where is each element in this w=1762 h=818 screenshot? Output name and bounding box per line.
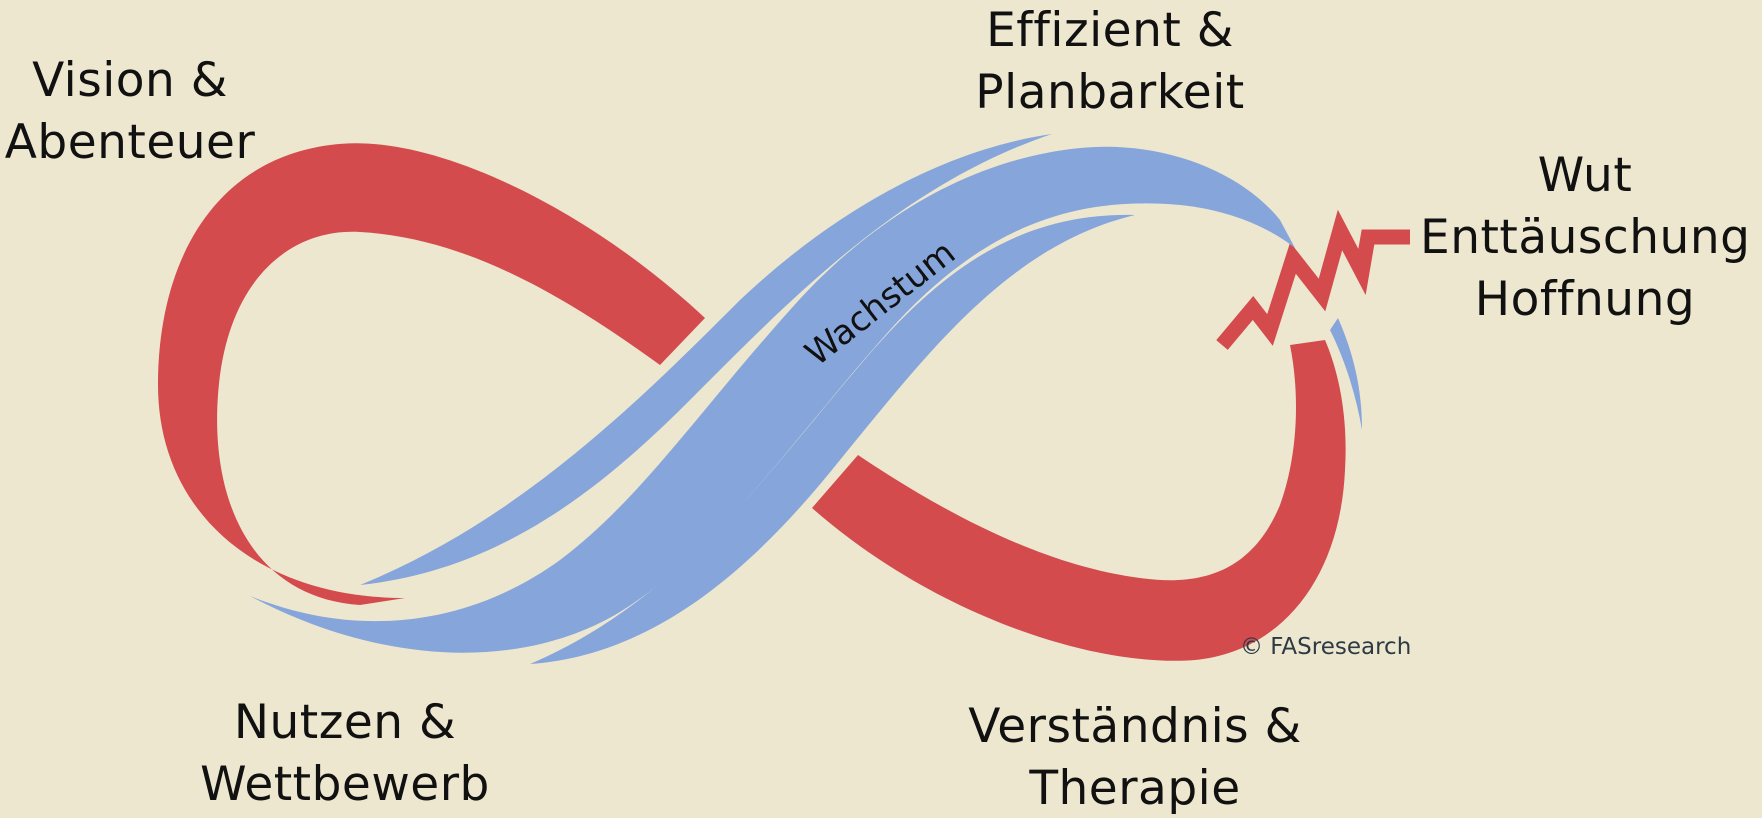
label-line: Verständnis & <box>968 699 1302 754</box>
red-loop-left <box>158 143 705 605</box>
red-loop-right <box>812 340 1346 661</box>
blue-strip-lower <box>530 214 1135 665</box>
label-vision-abenteuer: Vision & Abenteuer <box>0 50 260 174</box>
label-nutzen-wettbewerb: Nutzen & Wettbewerb <box>195 692 495 816</box>
red-zigzag <box>1216 209 1410 350</box>
label-line: Wettbewerb <box>200 757 490 812</box>
blue-strip-upper <box>360 134 1052 585</box>
label-effizient-planbarkeit: Effizient & Planbarkeit <box>960 0 1260 124</box>
label-line: Enttäuschung <box>1420 210 1751 265</box>
label-wut-enttaeuschung-hoffnung: Wut Enttäuschung Hoffnung <box>1420 145 1750 331</box>
label-line: Nutzen & <box>233 695 457 750</box>
label-line: Effizient & <box>986 3 1234 58</box>
copyright-notice: © FASresearch <box>1240 634 1412 660</box>
blue-band-main <box>250 146 1295 653</box>
label-line: Abenteuer <box>4 115 256 170</box>
label-line: Planbarkeit <box>975 65 1245 120</box>
label-line: Hoffnung <box>1474 272 1696 327</box>
blue-tail-right <box>1330 318 1362 430</box>
label-line: Vision & <box>32 53 228 108</box>
label-verstaendnis-therapie: Verständnis & Therapie <box>960 696 1310 818</box>
label-line: Wut <box>1537 148 1633 203</box>
label-line: Therapie <box>1029 761 1241 816</box>
